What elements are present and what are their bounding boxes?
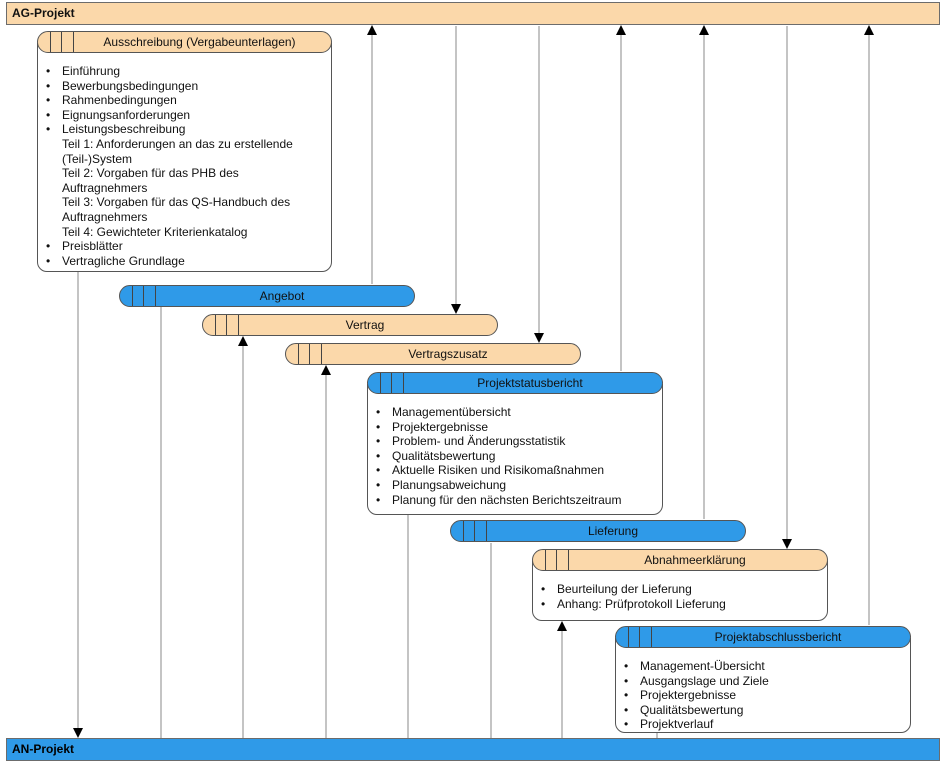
projektabschlussbericht-title: Projektabschlussbericht (714, 630, 842, 644)
document-icon (463, 521, 487, 541)
list-item-continuation: Auftragnehmers (62, 180, 148, 195)
document-icon (132, 286, 156, 306)
projektabschlussbericht-document[interactable]: Projektabschlussbericht (615, 626, 911, 648)
projektstatusbericht-document[interactable]: Projektstatusbericht (367, 372, 663, 394)
document-icon (380, 373, 404, 393)
document-icon (50, 32, 74, 52)
document-icon (298, 344, 322, 364)
list-item: Projektverlauf (616, 717, 910, 732)
list-item: Eignungsanforderungen (38, 108, 331, 123)
lieferung-title: Lieferung (587, 524, 639, 538)
ausschreibung-content: EinführungBewerbungsbedingungenRahmenbed… (37, 43, 332, 272)
list-item-continuation: Teil 4: Gewichteter Kriterienkatalog (62, 224, 248, 239)
list-item-continuation: Teil 3: Vorgaben für das QS-Handbuch des (62, 195, 291, 210)
list-item: Projektergebnisse (368, 420, 662, 435)
list-item: Anhang: Prüfprotokoll Lieferung (533, 597, 827, 612)
ausschreibung-document[interactable]: Ausschreibung (Vergabeunterlagen) (37, 31, 332, 53)
list-item: Ausgangslage und Ziele (616, 674, 910, 689)
list-item: Rahmenbedingungen (38, 93, 331, 108)
list-item-continuation: (Teil-)System (62, 151, 133, 166)
document-icon (545, 550, 569, 570)
projektstatusbericht-list: ManagementübersichtProjektergebnisseProb… (368, 405, 662, 507)
document-icon (628, 627, 652, 647)
lane-ag-projekt: AG-Projekt (6, 2, 940, 25)
lieferung-document[interactable]: Lieferung (450, 520, 746, 542)
list-item-continuation: Teil 1: Anforderungen an das zu erstelle… (62, 136, 293, 151)
list-item: Preisblätter (38, 239, 331, 254)
list-item: Bewerbungsbedingungen (38, 79, 331, 94)
list-item: Projektergebnisse (616, 688, 910, 703)
list-item: Planungsabweichung (368, 478, 662, 493)
list-item: Qualitätsbewertung (616, 703, 910, 718)
document-icon (215, 315, 239, 335)
list-item: Beurteilung der Lieferung (533, 582, 827, 597)
vertragszusatz-document[interactable]: Vertragszusatz (285, 343, 581, 365)
list-item: Problem- und Änderungsstatistik (368, 434, 662, 449)
list-item: Vertragliche Grundlage (38, 254, 331, 269)
list-item: Managementübersicht (368, 405, 662, 420)
angebot-title: Angebot (259, 289, 305, 303)
list-item: Planung für den nächsten Berichtszeitrau… (368, 493, 662, 508)
angebot-document[interactable]: Angebot (119, 285, 415, 307)
abnahmeerklaerung-list: Beurteilung der LieferungAnhang: Prüfpro… (533, 582, 827, 611)
vertrag-title: Vertrag (345, 318, 385, 332)
list-item: Leistungsbeschreibung (38, 122, 331, 137)
list-item-continuation: Teil 2: Vorgaben für das PHB des (62, 166, 239, 181)
list-item: Aktuelle Risiken und Risikomaßnahmen (368, 463, 662, 478)
abnahmeerklaerung-title: Abnahmeerklärung (644, 553, 746, 567)
list-item: Management-Übersicht (616, 659, 910, 674)
abnahmeerklaerung-document[interactable]: Abnahmeerklärung (532, 549, 828, 571)
projektstatusbericht-title: Projektstatusbericht (477, 376, 583, 390)
list-item: Einführung (38, 64, 331, 79)
projektstatusbericht-content: ManagementübersichtProjektergebnisseProb… (367, 384, 663, 515)
vertrag-document[interactable]: Vertrag (202, 314, 498, 336)
projektabschlussbericht-list: Management-ÜbersichtAusgangslage und Zie… (616, 659, 910, 732)
list-item-continuation: Auftragnehmers (62, 209, 148, 224)
projektabschlussbericht-content: Management-ÜbersichtAusgangslage und Zie… (615, 638, 911, 733)
abnahmeerklaerung-content: Beurteilung der LieferungAnhang: Prüfpro… (532, 561, 828, 621)
ausschreibung-list: EinführungBewerbungsbedingungenRahmenbed… (38, 64, 331, 268)
ausschreibung-title: Ausschreibung (Vergabeunterlagen) (103, 35, 296, 49)
vertragszusatz-title: Vertragszusatz (408, 347, 488, 361)
list-item: Qualitätsbewertung (368, 449, 662, 464)
lane-an-projekt: AN-Projekt (6, 738, 940, 761)
